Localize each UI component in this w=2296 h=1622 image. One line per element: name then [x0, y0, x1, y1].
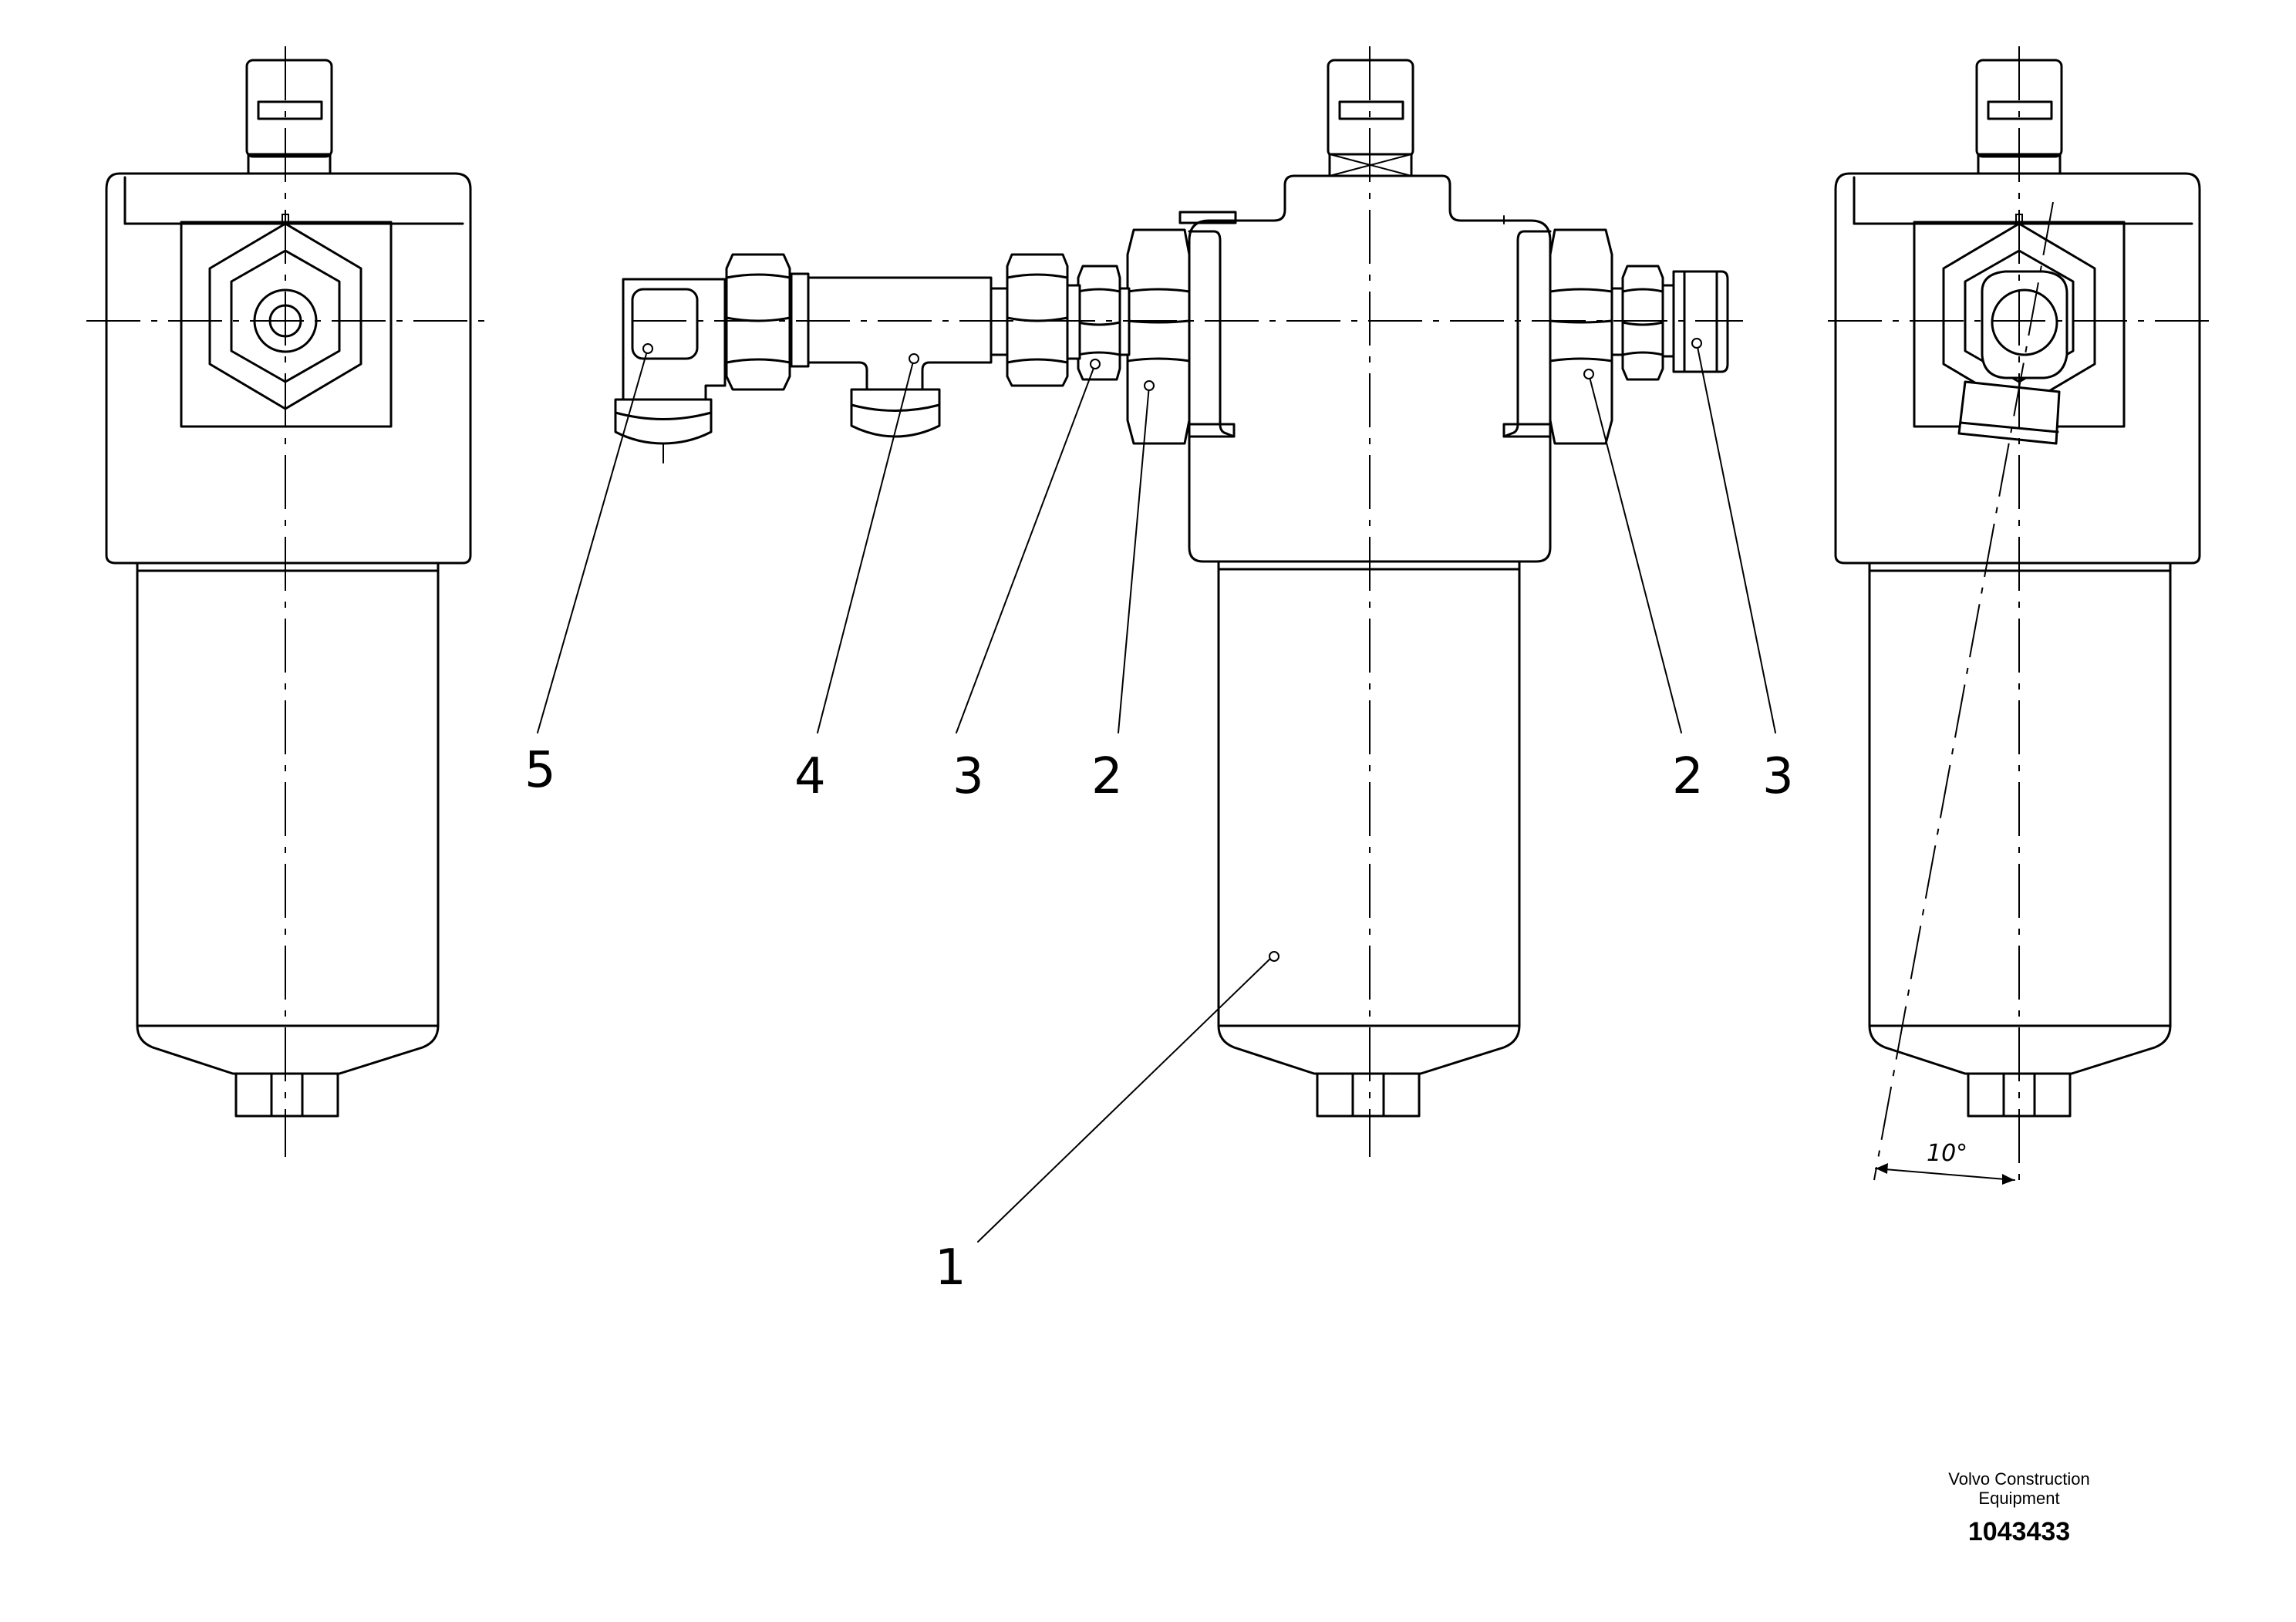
right-view-filter — [1828, 46, 2213, 1185]
callout-3-left: 3 — [952, 748, 984, 805]
left-view-filter — [86, 46, 486, 1157]
callout-4: 4 — [794, 748, 826, 805]
centre-view-filter — [614, 46, 1743, 1157]
callout-5: 5 — [524, 742, 556, 799]
document-number: 1043433 — [1968, 1517, 2070, 1546]
angle-dimension-label: 10° — [1927, 1140, 1967, 1167]
leader-lines — [537, 338, 1776, 1243]
brand-line-2: Equipment — [1978, 1489, 2059, 1508]
callout-3-right: 3 — [1762, 748, 1794, 805]
callout-2-right: 2 — [1672, 748, 1704, 805]
callout-1: 1 — [935, 1239, 966, 1297]
brand-line-1: Volvo Construction — [1948, 1469, 2089, 1489]
callout-2-left: 2 — [1091, 748, 1123, 805]
